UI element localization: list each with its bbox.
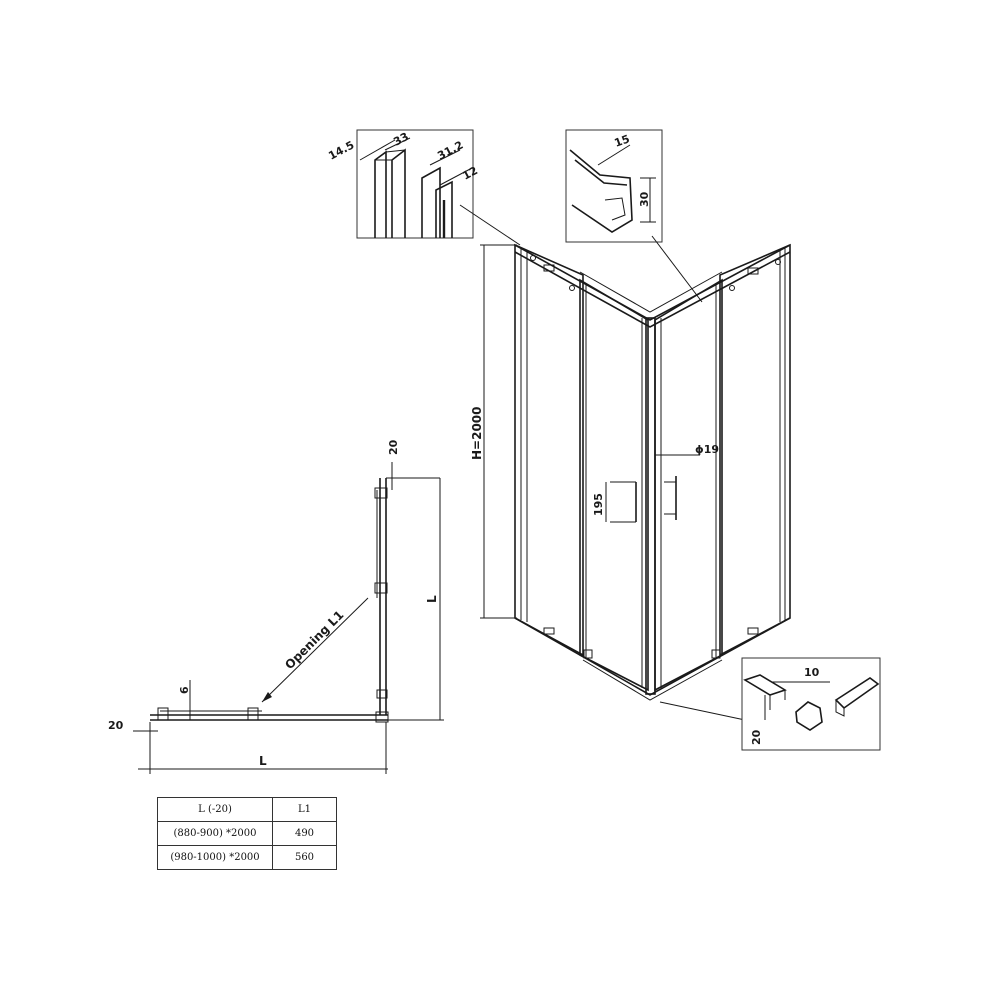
dim-10: 10 xyxy=(804,666,820,679)
profile-detail-left: 14.5 33 31.2 12 xyxy=(326,129,480,239)
plan-view: 20 L 20 6 L Opening L1 xyxy=(108,439,444,774)
opening-label: Opening L1 xyxy=(282,608,346,672)
table-header: L (-20) xyxy=(157,797,273,822)
dim-bottom-L: L xyxy=(259,754,267,768)
dim-33: 33 xyxy=(391,130,411,149)
dim-20-corner: 20 xyxy=(750,729,763,745)
dim-30: 30 xyxy=(638,191,651,207)
corner-detail: 10 20 xyxy=(741,657,881,751)
table-cell: 560 xyxy=(272,845,337,870)
dim-top-gap: 20 xyxy=(387,439,400,455)
dim-thickness: 6 xyxy=(178,686,191,694)
spec-table: L (-20) L1 (880-900) *2000 490 (980-1000… xyxy=(157,797,337,870)
dim-left-gap: 20 xyxy=(108,719,124,732)
table-cell: (880-900) *2000 xyxy=(157,821,273,846)
dim-handle-diameter: ϕ19 xyxy=(695,443,719,456)
table-header: L1 xyxy=(272,797,337,822)
dim-handle-length: 195 xyxy=(592,493,605,516)
profile-detail-right: 15 30 xyxy=(565,129,663,243)
table-row: (880-900) *2000 490 xyxy=(157,821,337,846)
dim-12: 12 xyxy=(460,164,480,183)
dim-height: H=2000 xyxy=(470,407,484,461)
dim-side-L: L xyxy=(425,595,439,603)
table-header-row: L (-20) L1 xyxy=(157,797,337,822)
enclosure-elevation: H=2000 xyxy=(470,243,791,701)
table-row: (980-1000) *2000 560 xyxy=(157,845,337,870)
dim-14-5: 14.5 xyxy=(326,138,356,162)
table-cell: 490 xyxy=(272,821,337,846)
dim-15: 15 xyxy=(613,132,632,149)
table-cell: (980-1000) *2000 xyxy=(157,845,273,870)
